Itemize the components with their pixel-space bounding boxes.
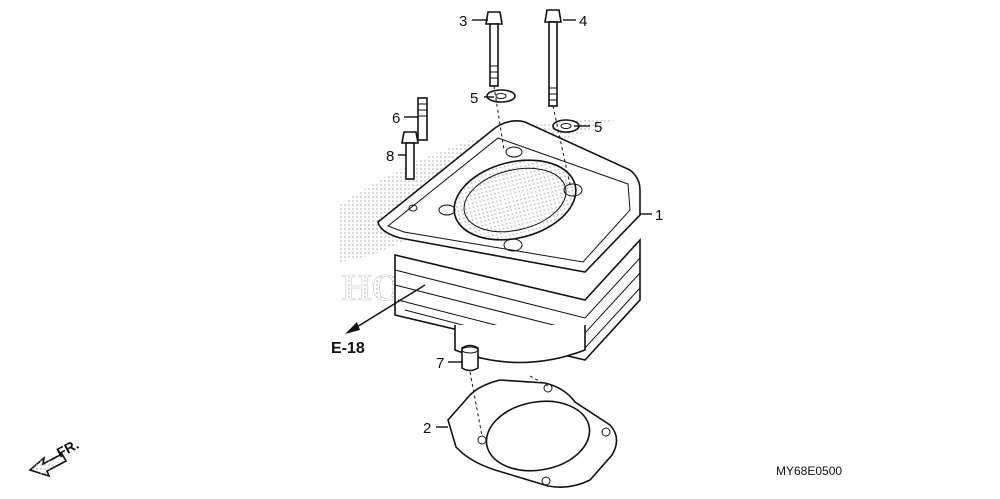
- callouts: 3 4 5 5 6 8 1 7 2: [386, 13, 663, 437]
- reference-arrow: [345, 284, 426, 334]
- callout-3: 3: [459, 13, 467, 30]
- callout-2: 2: [423, 420, 431, 437]
- reference-label: E-18: [331, 340, 365, 357]
- callout-5-right: 5: [594, 119, 602, 136]
- diagram-code: MY68E0500: [776, 464, 842, 478]
- dowel-pin-7: [461, 344, 479, 372]
- cylinder: [377, 120, 641, 364]
- callout-8: 8: [386, 148, 394, 165]
- bolt-3: [485, 11, 503, 87]
- callout-6: 6: [392, 110, 400, 127]
- bolt-8: [401, 131, 419, 180]
- leader-lines: [398, 19, 652, 437]
- callout-1: 1: [655, 207, 663, 224]
- stud-6: [417, 97, 428, 141]
- callout-7: 7: [436, 355, 444, 372]
- front-arrow-icon: [28, 452, 68, 478]
- bolt-4: [544, 9, 562, 107]
- callout-5-upper: 5: [470, 90, 478, 107]
- washer-5-upper: [486, 89, 516, 103]
- callout-4: 4: [579, 13, 587, 30]
- gasket-2: [447, 379, 618, 488]
